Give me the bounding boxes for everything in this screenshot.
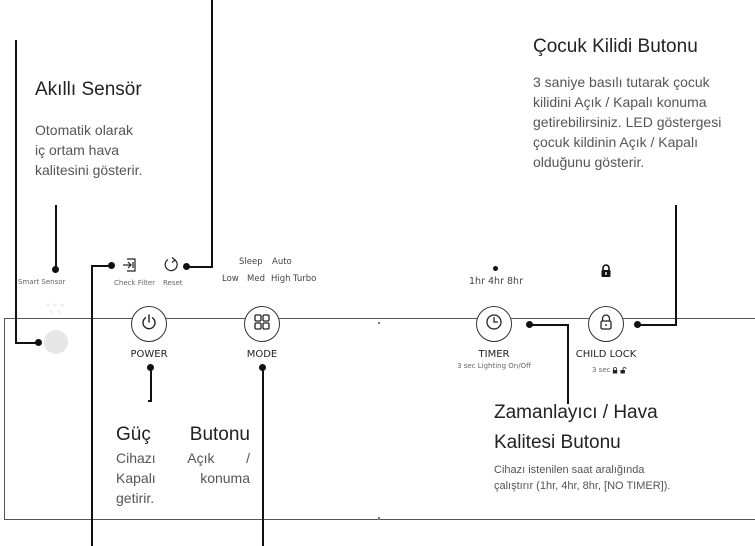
leader-dot [35,339,42,346]
desc-word: konuma [200,470,250,486]
desc-line: getirebilirsiniz. LED göstergesi [533,114,722,130]
leader-line [91,265,113,267]
leader-line [148,400,152,402]
leader-line [15,342,37,344]
mode-option-auto: Auto [272,257,292,267]
leader-line [91,265,93,546]
leader-line [211,0,213,267]
check-filter-label: Check Filter [114,279,156,287]
title-word: Güç [116,424,151,445]
power-callout-title: Güç Butonu [116,424,250,446]
timer-button[interactable] [476,306,512,342]
grid-icon [253,313,271,336]
sensor-light [44,330,68,354]
power-callout-description: Cihazı Açık / Kapalı konuma getirir. [116,448,250,508]
child-lock-sub-text: 3 sec [592,366,611,374]
smart-sensor-label: Smart Sensor [18,278,66,286]
leader-line [150,367,152,401]
padlock-icon [597,313,615,336]
mode-option-low: Low [222,274,239,284]
timer-callout-title-1: Zamanlayıcı / Hava [494,402,658,423]
smart-sensor-description: Otomatik olarak iç ortam hava kalitesini… [35,120,205,180]
desc-word: Kapalı [116,470,156,486]
desc-line: Cihazı istenilen saat aralığında [494,464,645,476]
timer-option-4hr: 4hr [488,276,504,287]
desc-word: getirir. [116,490,155,506]
timer-option-1hr: 1hr [469,276,485,287]
leader-line [567,324,569,404]
lock-closed-icon [612,361,618,379]
leader-line [638,324,676,326]
leader-dot [108,262,115,269]
reset-icon[interactable] [162,256,180,274]
timer-callout-description: Cihazı istenilen saat aralığında çalıştı… [494,462,670,494]
desc-word: Cihazı [116,450,156,466]
leader-line [530,324,568,326]
child-lock-label: CHILD LOCK [575,349,637,360]
timer-indicator-dot [493,266,498,271]
child-lock-description: 3 saniye basılı tutarak çocuk kilidini A… [533,72,755,172]
mode-label: MODE [246,349,278,360]
desc-word: Açık [187,450,215,466]
leader-dot [526,321,533,328]
power-label: POWER [130,349,168,360]
desc-line: 3 saniye basılı tutarak çocuk [533,74,710,90]
reset-label: Reset [163,279,183,287]
panel-center-mark [378,322,380,324]
sensor-window [40,300,70,320]
leader-line [15,40,17,343]
desc-line: çocuk kildinin Açık / Kapalı [533,134,698,150]
desc-line: çalıştırır (1hr, 4hr, 8hr, [NO TIMER]). [494,480,671,492]
panel-left-edge [4,318,5,520]
desc-line: kilidini Açık / Kapalı konuma [533,94,707,110]
power-button[interactable] [131,306,167,342]
mode-option-high: High [271,274,291,284]
mode-option-med: Med [247,274,265,284]
child-lock-title: Çocuk Kilidi Butonu [533,36,698,57]
leader-line [187,266,213,268]
lock-open-icon [620,361,627,379]
filter-icon [121,256,139,274]
timer-sublabel: 3 sec Lighting On/Off [457,362,531,370]
timer-callout-title-2: Kalitesi Butonu [494,432,621,453]
leader-line [55,205,57,272]
smart-sensor-title: Akıllı Sensör [35,79,142,100]
desc-line: iç ortam hava [35,142,120,158]
panel-top-edge [4,318,755,319]
leader-line [262,367,264,546]
mode-option-turbo: Turbo [293,274,317,284]
desc-line: Otomatik olarak [35,122,134,138]
child-lock-button[interactable] [588,306,624,342]
mode-option-sleep: Sleep [239,257,263,267]
desc-line: olduğunu gösterir. [533,154,645,170]
desc-line: kalitesini gösterir. [35,162,143,178]
leader-dot [52,266,59,273]
mode-button[interactable] [244,306,280,342]
desc-word: / [246,450,250,466]
leader-dot [183,263,190,270]
clock-icon [485,313,503,336]
timer-option-8hr: 8hr [507,276,523,287]
timer-label: TIMER [478,349,510,360]
title-word: Butonu [189,424,250,445]
panel-bottom-mark [378,517,380,520]
leader-line [675,205,677,326]
child-lock-sublabel: 3 sec [592,361,627,379]
lock-indicator-icon [600,264,612,278]
power-icon [140,313,158,336]
leader-dot [634,321,641,328]
